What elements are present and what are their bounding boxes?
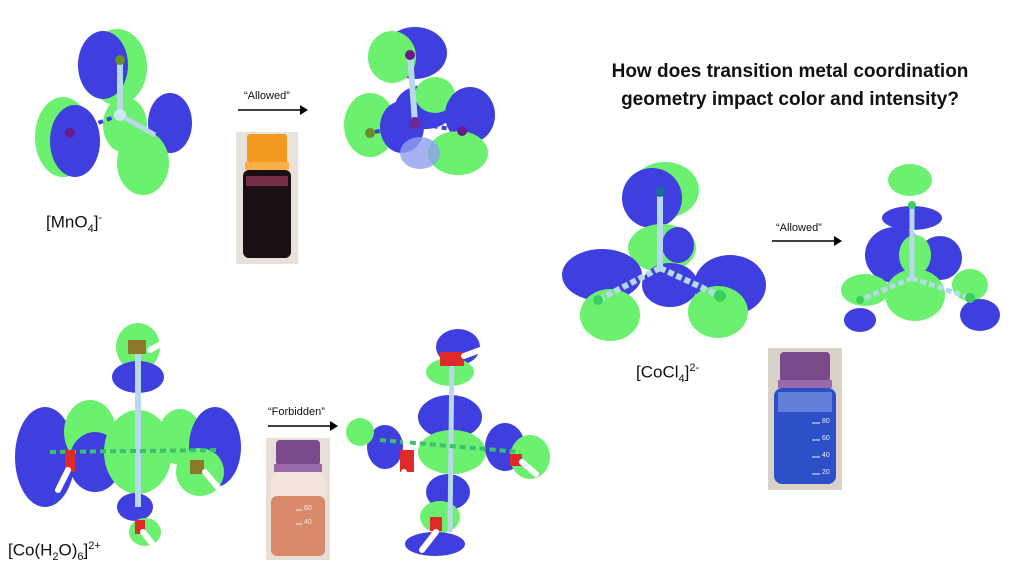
cocl4-vial-mark-40: 40 xyxy=(822,452,830,459)
coh2o-transition-label: “Forbidden” xyxy=(268,406,325,418)
mno4-arrow xyxy=(238,105,308,115)
cocl4-orbital-before xyxy=(562,162,766,341)
coh2o-vial-mark-60: 60 xyxy=(304,505,312,512)
mno4-vial xyxy=(236,132,298,264)
cocl4-transition-label: “Allowed” xyxy=(776,222,822,234)
coh2o-orbital-before xyxy=(15,323,241,550)
cocl4-formula: [CoCl4]2- xyxy=(636,362,700,386)
page-title: How does transition metal coordination g… xyxy=(611,61,969,110)
mno4-orbital-after xyxy=(344,27,495,175)
mno4-transition-label: “Allowed” xyxy=(244,90,290,102)
cocl4-orbital-after xyxy=(841,164,1000,332)
coh2o-formula: [Co(H2O)6]2+ xyxy=(8,540,101,564)
coh2o-vial: 60 40 xyxy=(266,438,330,560)
coh2o-vial-mark-40: 40 xyxy=(304,519,312,526)
cocl4-vial-mark-20: 20 xyxy=(822,469,830,476)
cocl4-vial-mark-60: 60 xyxy=(822,435,830,442)
coh2o-orbital-after xyxy=(346,329,550,556)
cocl4-vial: 80 60 40 20 xyxy=(768,348,842,490)
mno4-formula: [MnO4]- xyxy=(46,212,103,236)
cocl4-vial-mark-80: 80 xyxy=(822,418,830,425)
mno4-orbital-before xyxy=(35,29,192,195)
coh2o-arrow xyxy=(268,421,338,431)
cocl4-arrow xyxy=(772,236,842,246)
